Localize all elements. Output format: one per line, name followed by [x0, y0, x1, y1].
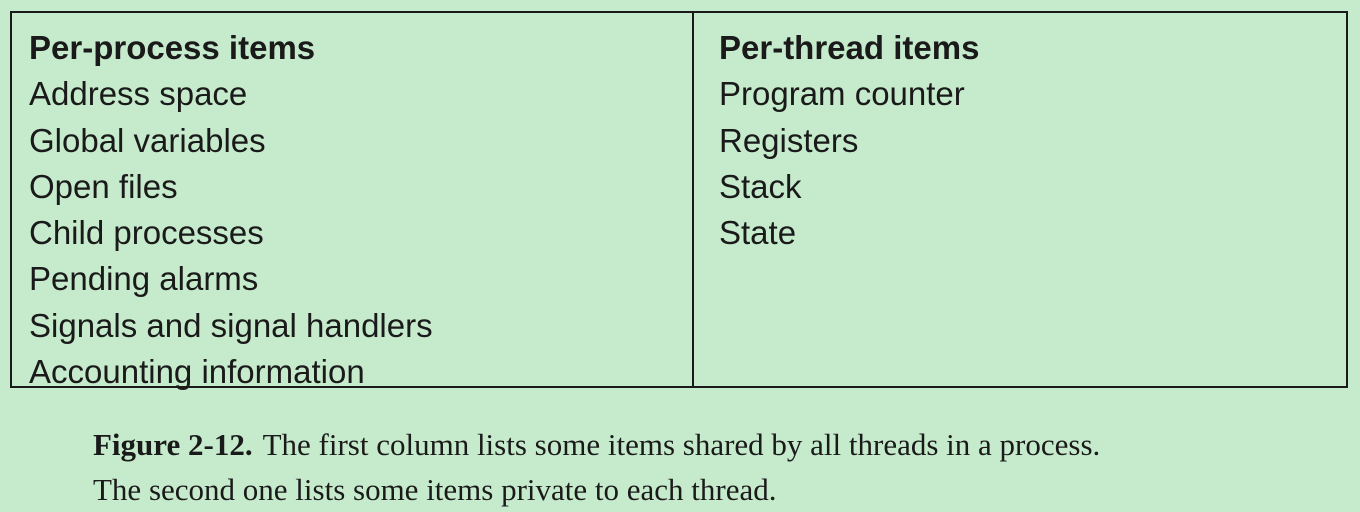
figure-caption: Figure 2-12. The first column lists some … — [93, 422, 1333, 512]
per-thread-item-state: State — [719, 214, 797, 252]
per-thread-item-program-counter: Program counter — [719, 75, 965, 113]
per-process-item-address-space: Address space — [29, 75, 248, 113]
caption-line-1: Figure 2-12. The first column lists some … — [93, 422, 1333, 467]
per-process-item-pending-alarms: Pending alarms — [29, 260, 259, 298]
caption-line-2: The second one lists some items private … — [93, 472, 777, 507]
per-process-item-signals: Signals and signal handlers — [29, 306, 433, 344]
per-thread-header: Per-thread items — [719, 29, 980, 66]
per-thread-list: Program counter Registers Stack State — [719, 71, 1346, 256]
caption-text-1: The first column lists some items shared… — [262, 427, 1101, 462]
per-thread-item-registers: Registers — [719, 121, 859, 159]
figure-label: Figure 2-12. — [93, 427, 253, 462]
per-process-item-global-variables: Global variables — [29, 121, 266, 159]
per-thread-column: Per-thread items Program counter Registe… — [694, 13, 1346, 386]
per-process-item-child-processes: Child processes — [29, 214, 264, 252]
per-process-item-open-files: Open files — [29, 167, 178, 205]
per-process-item-accounting: Accounting information — [29, 353, 365, 391]
per-thread-item-stack: Stack — [719, 167, 802, 205]
per-process-header: Per-process items — [29, 29, 316, 66]
per-process-column: Per-process items Address space Global v… — [12, 13, 694, 390]
per-process-list: Address space Global variables Open file… — [29, 71, 692, 395]
items-table: Per-process items Address space Global v… — [10, 11, 1348, 390]
